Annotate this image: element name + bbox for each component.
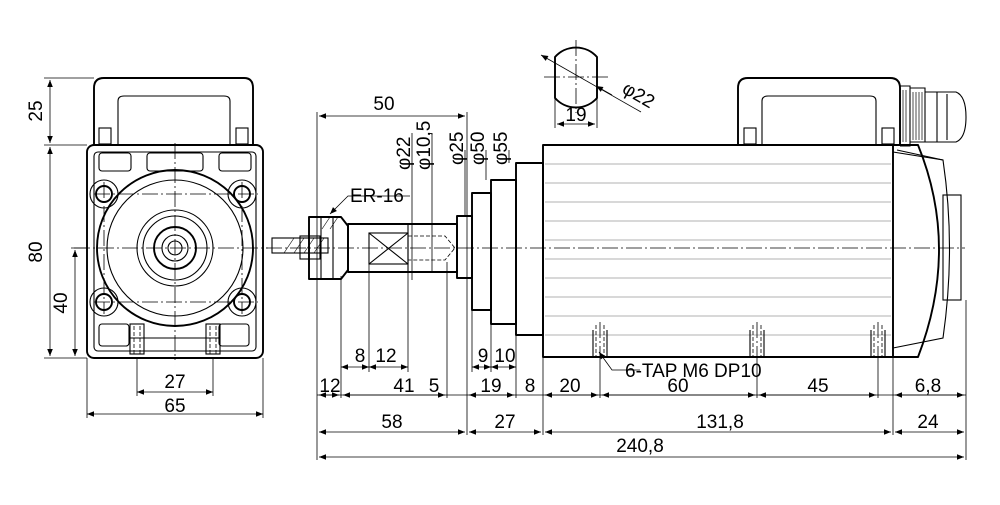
dim-small-8: 8 [355, 346, 366, 367]
dim-front-top-height: 25 [26, 100, 47, 121]
dim-diameter-flat: φ10,5 [414, 121, 435, 170]
dim-nose-length: 50 [373, 94, 394, 115]
flange-50 [490, 179, 517, 325]
dim-row1-6-8: 6,8 [915, 376, 941, 397]
dim-row1-41: 41 [393, 376, 414, 397]
cable-gland [900, 85, 967, 147]
dim-row2-24: 24 [917, 412, 939, 433]
side-view: 50 φ22 φ10,5 φ25 φ50 φ55 ER-16 6-TAP M6 … [266, 77, 967, 460]
dim-front-mount-spacing: 27 [164, 372, 185, 393]
dim-diameter-collar: φ25 [447, 132, 468, 165]
side-top-bracket [737, 77, 901, 145]
dim-small-10: 10 [494, 346, 515, 367]
dim-row1-60: 60 [667, 376, 688, 397]
dim-diameter-flange: φ55 [491, 132, 512, 165]
dim-small-12: 12 [375, 346, 396, 367]
label-tap-holes: 6-TAP M6 DP10 [625, 361, 762, 382]
dim-row1-20: 20 [559, 376, 580, 397]
rear-end-cap [893, 144, 940, 358]
tool-shank [271, 237, 329, 254]
cooling-fins [545, 163, 891, 336]
dim-front-width: 65 [164, 396, 185, 417]
motor-body [542, 144, 894, 358]
dim-front-center-height: 40 [51, 292, 72, 313]
dim-diameter-collet: φ22 [394, 137, 415, 170]
label-collet-type: ER-16 [350, 186, 404, 207]
tapped-holes [592, 322, 886, 362]
dim-row1-5: 5 [429, 376, 440, 397]
dim-row1-8: 8 [525, 376, 536, 397]
shaft-collar [456, 215, 473, 279]
dim-row1-19: 19 [480, 376, 501, 397]
collet-nut [308, 216, 349, 280]
dim-overall-length: 240,8 [616, 436, 664, 457]
dim-row1-12: 12 [319, 376, 340, 397]
dim-row2-58: 58 [381, 412, 402, 433]
dim-small-9: 9 [478, 346, 489, 367]
front-view: 25 80 40 27 65 [26, 77, 268, 418]
dim-row2-131-8: 131,8 [696, 412, 744, 433]
front-top-bracket [93, 77, 254, 145]
clamp-detail: φ22 19 [540, 40, 658, 128]
dim-diameter-bearing: φ50 [468, 132, 489, 165]
dim-row2-27: 27 [494, 412, 515, 433]
dim-clamp-diameter: φ22 [619, 78, 658, 113]
flange-55 [515, 162, 544, 336]
dim-front-total-height: 80 [26, 241, 47, 262]
bearing-cap [471, 192, 492, 311]
dim-row1-45: 45 [807, 376, 828, 397]
dim-clamp-flat: 19 [565, 105, 586, 126]
tool-hatching [283, 216, 339, 254]
